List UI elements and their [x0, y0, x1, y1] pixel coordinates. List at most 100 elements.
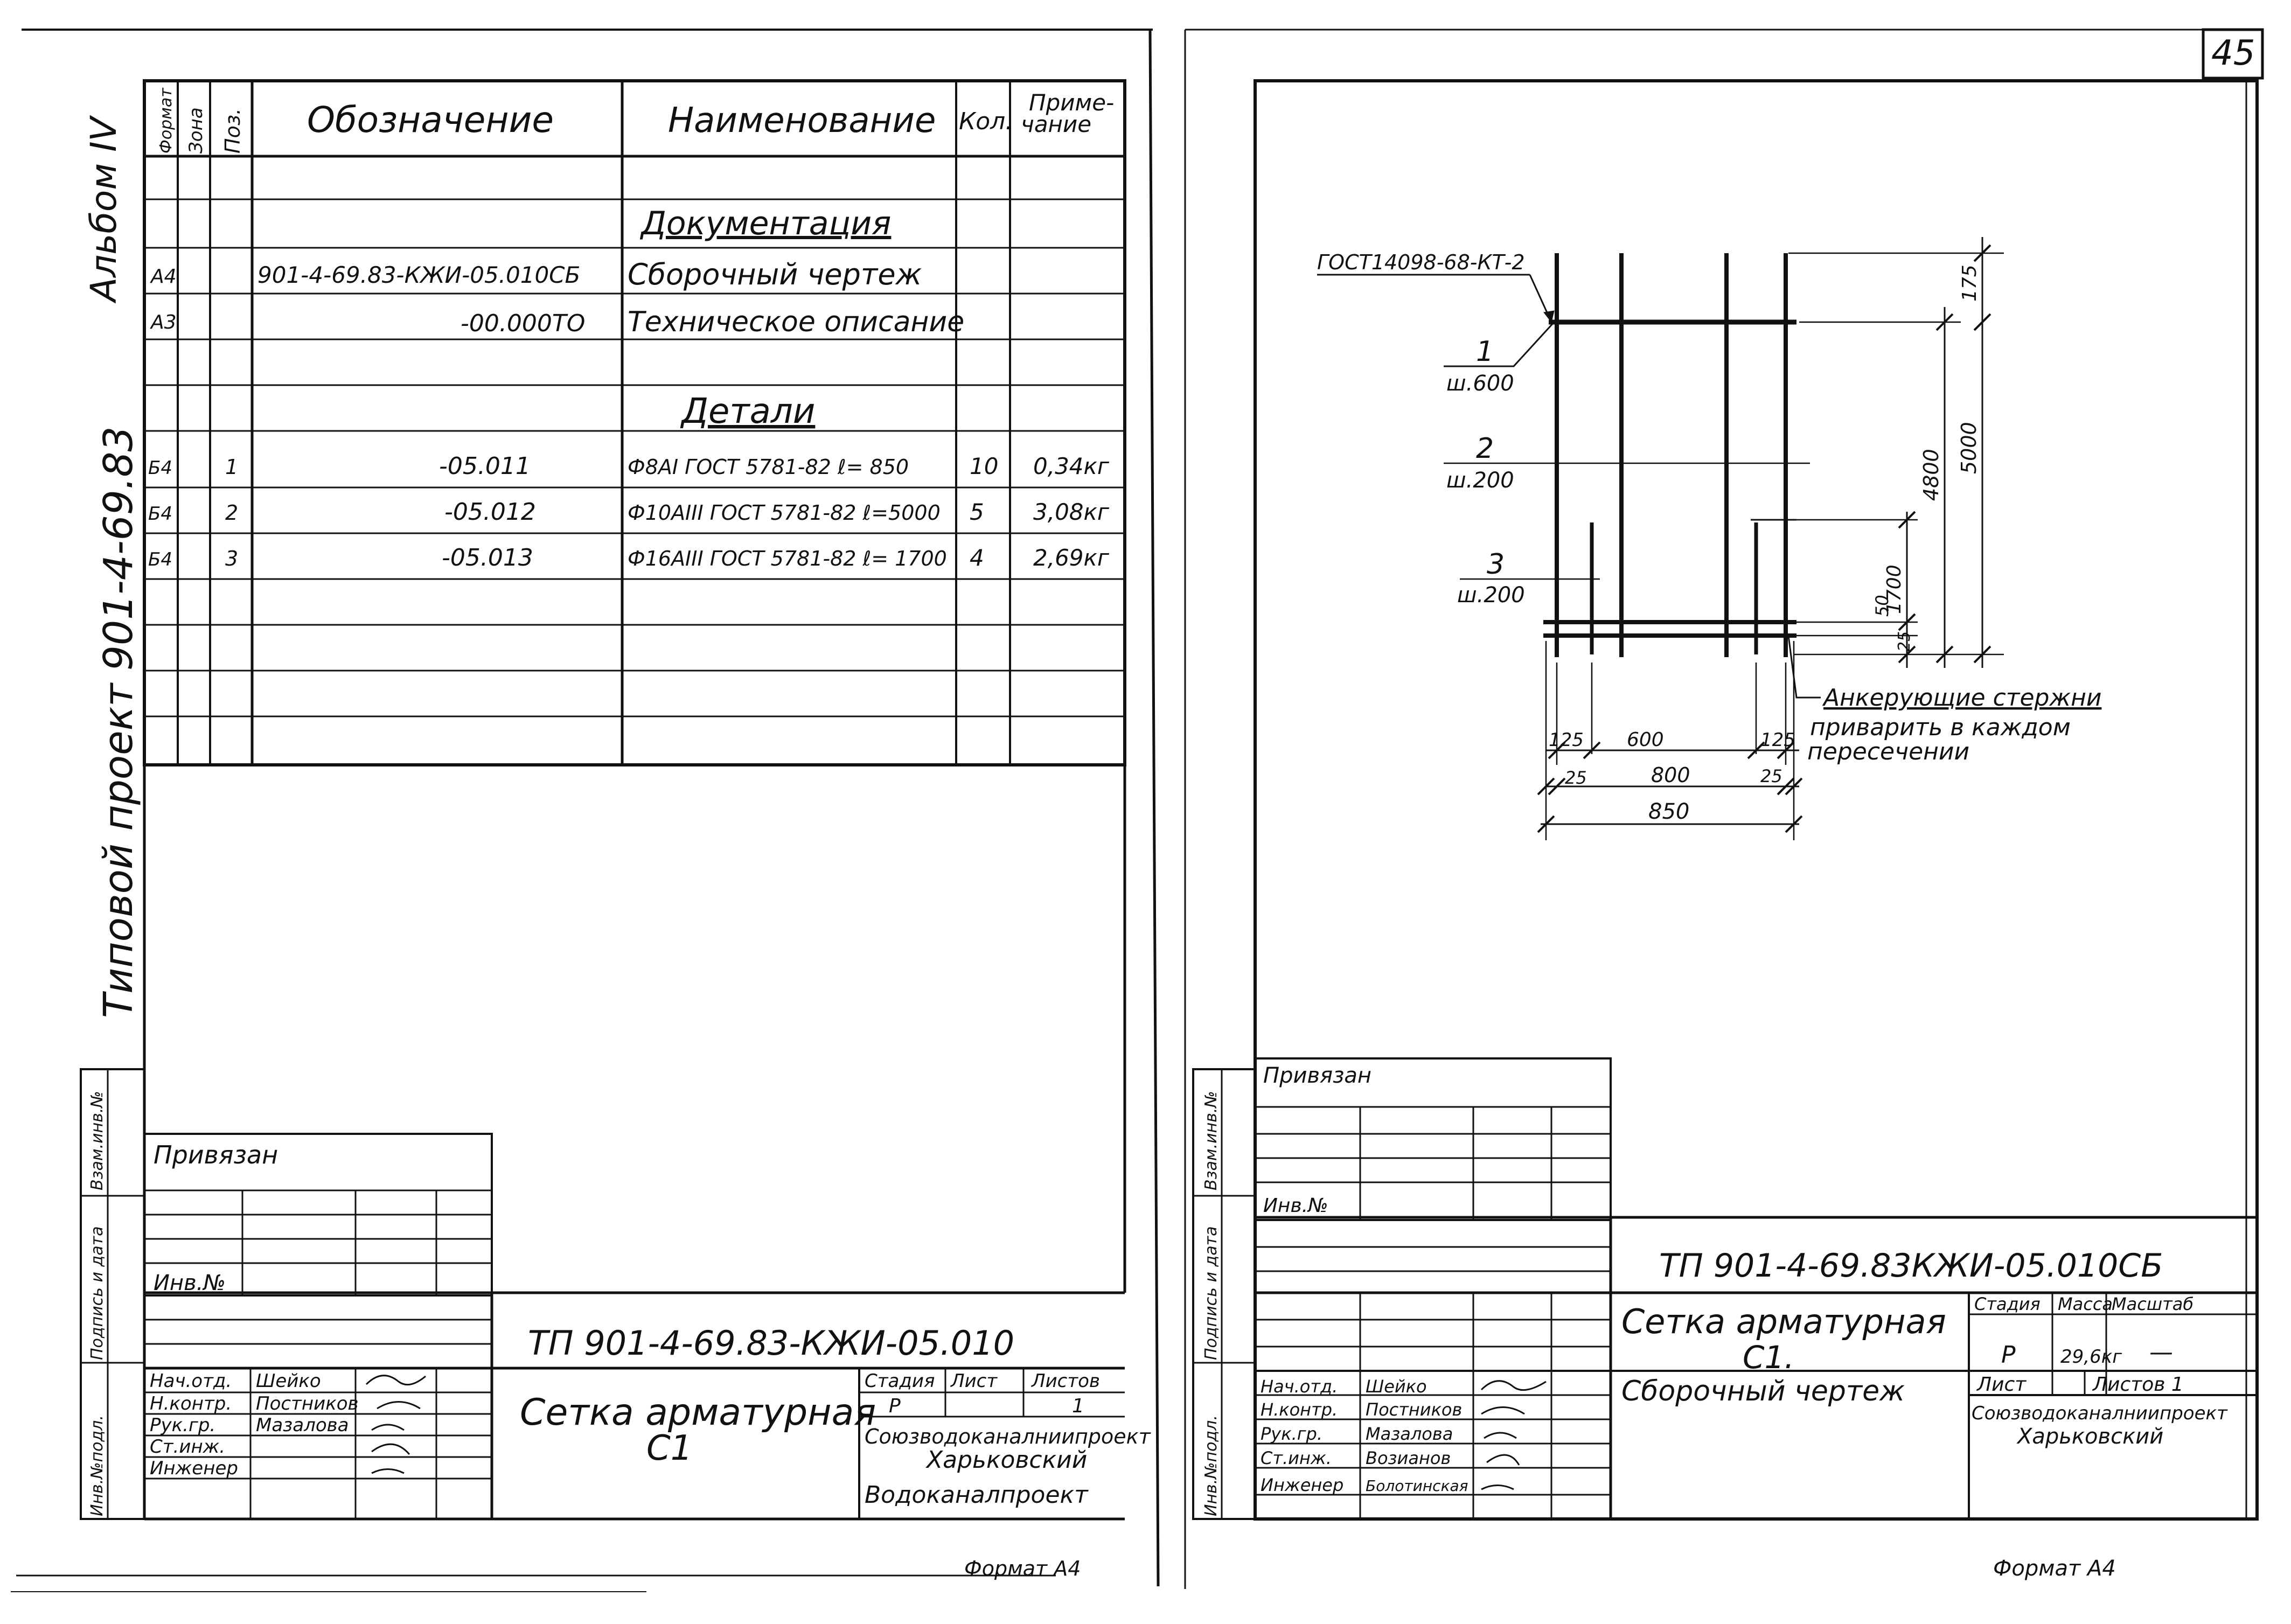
- dim-4800: 4800: [1919, 449, 1943, 501]
- section-documentation: Документация: [639, 205, 891, 242]
- role-n-kontr: Н.контр.: [1261, 1399, 1338, 1420]
- right-podpis-label: Подпись и дата: [1202, 1226, 1221, 1361]
- cell-qty: 5: [970, 499, 984, 525]
- cell-designation: -05.013: [442, 544, 533, 571]
- header-kol: Кол.: [959, 108, 1013, 135]
- name-postnikov: Постников: [1366, 1399, 1462, 1420]
- right-org-1: Союзводоканалниипроект: [1972, 1403, 2228, 1424]
- anchor-note-3: пересечении: [1807, 738, 1969, 765]
- inv-podl-label: Инв.№подл.: [88, 1415, 107, 1516]
- right-massa: Масса: [2058, 1294, 2113, 1314]
- dim-1700: 1700: [1883, 564, 1905, 614]
- name-sheyko: Шейко: [256, 1370, 321, 1392]
- cell-poz: 3: [225, 547, 238, 570]
- left-org-1: Союзводоканалниипроект: [865, 1425, 1152, 1448]
- rebar-pos-2: 2: [1476, 433, 1494, 465]
- role-nach-otd: Нач.отд.: [150, 1370, 232, 1392]
- album-label: Альбом IV: [83, 115, 124, 304]
- privyazan-label: Привязан: [154, 1140, 278, 1169]
- cell-name: Сборочный чертеж: [628, 257, 922, 291]
- right-inv-podl-label: Инв.№подл.: [1202, 1415, 1221, 1516]
- page-number: 45: [2211, 33, 2255, 73]
- cell-format: Б4: [148, 503, 172, 525]
- name-mazalova: Мазалова: [256, 1414, 349, 1436]
- left-stadia-val: Р: [889, 1395, 901, 1417]
- cell-qty: 10: [970, 453, 998, 479]
- role-ruk-gr: Рук.гр.: [1261, 1424, 1322, 1444]
- cell-poz: 2: [225, 501, 238, 525]
- right-format-label: Формат А4: [1993, 1556, 2116, 1581]
- table-row: Б4 2 -05.012 Ф10АIII ГОСТ 5781-82 ℓ=5000…: [148, 498, 1110, 526]
- cell-qty: 4: [970, 545, 984, 571]
- name-postnikov: Постников: [256, 1393, 359, 1414]
- right-signatures: Нач.отд. Н.контр. Рук.гр. Ст.инж. Инжене…: [1261, 1376, 1547, 1495]
- dim-5000: 5000: [1957, 422, 1981, 474]
- role-st-inzh: Ст.инж.: [1261, 1448, 1332, 1468]
- dim-125-right: 125: [1760, 729, 1795, 751]
- right-stadia: Стадия: [1974, 1294, 2041, 1314]
- header-primechanie-1: Приме-: [1029, 89, 1114, 116]
- cell-format: Б4: [148, 457, 172, 479]
- cell-designation: -05.011: [439, 452, 531, 480]
- right-massa-val: 29,6кг: [2060, 1346, 2122, 1368]
- cell-format: Б4: [148, 549, 172, 570]
- dim-850: 850: [1648, 799, 1689, 824]
- header-naimenovanie: Наименование: [668, 101, 936, 141]
- right-stadia-val: Р: [2001, 1341, 2016, 1369]
- right-listov: Листов 1: [2092, 1374, 2184, 1396]
- header-format: Формат: [157, 87, 176, 154]
- left-format-label: Формат А4: [964, 1557, 1081, 1580]
- header-poz: Поз.: [221, 108, 245, 154]
- cell-name: Техническое описание: [628, 306, 964, 338]
- rebar-pos-3: 3: [1487, 548, 1505, 581]
- name-bolotinskaya: Болотинская: [1366, 1477, 1468, 1495]
- cell-note: 3,08кг: [1033, 499, 1110, 525]
- header-oboznachenie: Обозначение: [307, 99, 554, 141]
- rebar-spacing-3: ш.200: [1457, 583, 1525, 608]
- role-nach-otd: Нач.отд.: [1261, 1376, 1338, 1397]
- role-st-inzh: Ст.инж.: [150, 1436, 225, 1458]
- inv-no-label: Инв.№: [154, 1271, 226, 1295]
- cell-name: Ф16АIII ГОСТ 5781-82 ℓ= 1700: [628, 547, 947, 570]
- vzam-label: Взам.инв.№: [88, 1091, 107, 1190]
- cell-designation: 901-4-69.83-КЖИ-05.010СБ: [257, 262, 580, 288]
- table-row: А4 901-4-69.83-КЖИ-05.010СБ Сборочный че…: [150, 257, 922, 291]
- right-vzam-label: Взам.инв.№: [1202, 1091, 1221, 1190]
- name-mazalova: Мазалова: [1366, 1424, 1453, 1444]
- rebar-mesh-drawing: [1317, 237, 2004, 840]
- header-primechanie-2: чание: [1021, 111, 1091, 137]
- right-masshtab: Масштаб: [2112, 1294, 2193, 1314]
- right-masshtab-val: —: [2149, 1339, 2173, 1366]
- cell-poz: 1: [225, 455, 238, 479]
- rebar-spacing-1: ш.600: [1446, 371, 1514, 396]
- left-org-3: Водоканалпроект: [865, 1481, 1089, 1509]
- dim-800: 800: [1651, 763, 1690, 787]
- name-vozianov: Возианов: [1366, 1448, 1451, 1468]
- rebar-pos-1: 1: [1476, 336, 1494, 368]
- table-row: Б4 3 -05.013 Ф16АIII ГОСТ 5781-82 ℓ= 170…: [148, 544, 1110, 571]
- podpis-label: Подпись и дата: [88, 1226, 107, 1361]
- anchor-note-2: приварить в каждом: [1810, 714, 2071, 741]
- cell-note: 0,34кг: [1033, 453, 1110, 479]
- role-n-kontr: Н.контр.: [150, 1393, 232, 1414]
- dim-600: 600: [1627, 729, 1664, 751]
- dim-125-left: 125: [1549, 729, 1584, 751]
- dim-175: 175: [1959, 264, 1981, 302]
- right-sheet: [1184, 28, 2264, 1589]
- right-inv-no-label: Инв.№: [1263, 1195, 1328, 1217]
- cell-name: Ф8АI ГОСТ 5781-82 ℓ= 850: [628, 455, 909, 479]
- header-zona: Зона: [185, 107, 207, 154]
- cell-name: Ф10АIII ГОСТ 5781-82 ℓ=5000: [628, 501, 941, 525]
- right-org-2: Харьковский: [2016, 1424, 2163, 1449]
- right-title-1: Сетка арматурная: [1621, 1302, 1946, 1341]
- left-stadia: Стадия: [865, 1370, 935, 1392]
- spec-rows: А4 901-4-69.83-КЖИ-05.010СБ Сборочный че…: [148, 257, 1110, 571]
- table-row: А3 -00.000ТО Техническое описание: [150, 306, 964, 338]
- right-list: Лист: [1976, 1374, 2027, 1396]
- dim-25-left: 25: [1565, 768, 1587, 788]
- cell-format: А3: [150, 311, 177, 333]
- cell-note: 2,69кг: [1033, 545, 1110, 571]
- role-inzhener: Инженер: [1261, 1475, 1343, 1495]
- left-listov-val: 1: [1072, 1395, 1084, 1417]
